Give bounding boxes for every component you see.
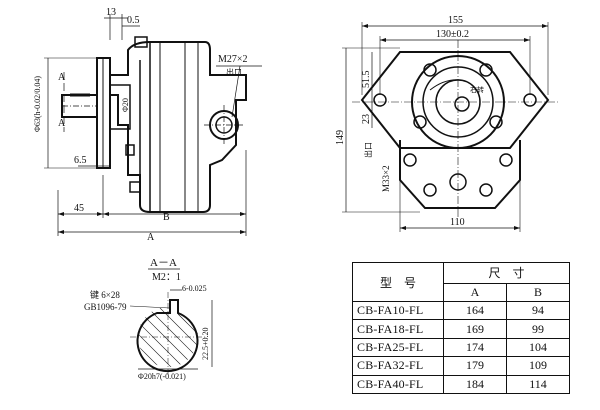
dim-b-label: B: [163, 212, 170, 223]
front-outlet-label: 出口: [363, 142, 373, 158]
table-row: CB-FA32-FL 179 109: [352, 356, 570, 376]
section-mark-bottom: A: [58, 118, 66, 129]
diameter-label: Φ20h7(-0.021): [138, 372, 186, 381]
inlet-thread-label: M33×2: [381, 165, 391, 192]
shaft-cross-section: [136, 299, 199, 373]
a-cell: 179: [443, 356, 507, 376]
table-row: CB-FA10-FL 164 94: [352, 301, 570, 321]
dim-149-label: 149: [335, 130, 346, 145]
key-note-2: GB1096-79: [84, 302, 127, 312]
key-width-label: 6-0.025: [182, 284, 207, 293]
front-view: 右转 155 130±0.2 149 51.5 23 出口 M33×2 110: [335, 15, 558, 232]
bolt-hole-right: [523, 93, 537, 107]
table-row: CB-FA40-FL 184 114: [352, 374, 570, 395]
header-col-b: B: [506, 282, 570, 303]
model-cell: CB-FA32-FL: [352, 356, 444, 376]
front-flange-outline: [360, 51, 550, 149]
section-scale: M2：1: [152, 272, 181, 283]
dim-0-5-label: 0.5: [127, 15, 140, 26]
dim-6-5-label: 6.5: [74, 155, 87, 166]
a-cell: 184: [443, 374, 507, 395]
b-cell: 114: [506, 374, 570, 395]
dim-23-label: 23: [361, 114, 372, 124]
dim-45-label: 45: [74, 203, 84, 214]
rotation-label: 右转: [470, 85, 484, 94]
section-mark-top: A: [58, 72, 66, 83]
table-header-row: 型 号 尺 寸: [352, 261, 570, 303]
header-model: 型 号: [352, 261, 444, 303]
model-cell: CB-FA10-FL: [352, 301, 444, 321]
bolt-hole-left: [373, 93, 387, 107]
port-name-label: 出口: [226, 67, 242, 77]
table-subheader-row: A B: [353, 282, 570, 303]
dim-13-label: 13: [106, 7, 116, 18]
shaft-dia-label: Φ20: [121, 98, 130, 112]
spec-table: 型 号 尺 寸 A B CB-FA10-FL 164 94 CB-FA18-FL…: [352, 261, 570, 395]
model-cell: CB-FA18-FL: [352, 319, 444, 339]
pump-body-outline: [109, 41, 247, 213]
dim-a-label: A: [147, 232, 155, 243]
a-cell: 174: [443, 337, 507, 358]
dim-51-5-label: 51.5: [361, 71, 372, 89]
side-view: 13 0.5 M27×2 出口 A A Φ63(h-0.02/0.04) Φ20…: [33, 7, 262, 243]
a-cell: 169: [443, 319, 507, 339]
header-col-a: A: [443, 282, 507, 303]
section-title: A－A: [150, 257, 177, 269]
key-note-1: 键 6×28: [90, 289, 120, 300]
section-view: A－A M2：1 6-0.025 键 6×28 GB1096-79 22.5+0…: [84, 257, 213, 381]
shaft-hole: [454, 96, 470, 112]
port-thread-label: M27×2: [218, 54, 248, 65]
b-cell: 109: [506, 356, 570, 376]
header-dims: 尺 寸: [443, 262, 570, 284]
a-cell: 164: [443, 301, 507, 321]
dim-130-label: 130±0.2: [436, 29, 469, 40]
b-cell: 94: [506, 301, 570, 321]
table-row: CB-FA18-FL 169 99: [352, 319, 570, 339]
flange-dia-label: Φ63(h-0.02/0.04): [33, 76, 42, 132]
table-row: CB-FA25-FL 174 104: [352, 337, 570, 358]
bolt-bottom: [129, 181, 141, 193]
bolt-top: [134, 36, 148, 48]
dim-110-label: 110: [450, 217, 465, 228]
b-cell: 99: [506, 319, 570, 339]
model-cell: CB-FA25-FL: [352, 337, 444, 358]
height-label: 22.5+0.20: [201, 327, 210, 360]
front-lower-body: [399, 140, 521, 209]
model-cell: CB-FA40-FL: [352, 374, 444, 395]
b-cell: 104: [506, 337, 570, 358]
dim-155-label: 155: [448, 15, 463, 26]
